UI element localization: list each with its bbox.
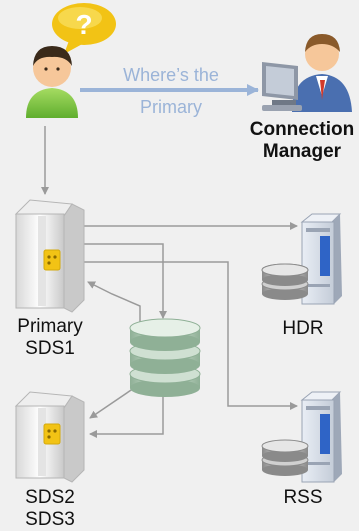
hdr-label: HDR <box>282 318 324 339</box>
secondaries-label-line2: SDS3 <box>25 509 75 530</box>
hdr-disk-icon <box>261 263 309 300</box>
primary-label: Primary SDS1 <box>4 316 96 360</box>
shared-disk-to-secondaries-elbow-arrow <box>89 390 164 438</box>
primary-to-shared-disk-arrow <box>84 243 167 319</box>
query-label: Where’s the <box>106 64 236 86</box>
user-icon <box>26 46 78 118</box>
connector-arrows <box>41 84 298 438</box>
shared-disk-icon <box>129 318 201 397</box>
rss-disk-icon <box>261 439 309 476</box>
shared-disk-to-primary-arrow <box>87 281 141 322</box>
primary-label-line2: SDS1 <box>25 338 75 359</box>
secondary-server-icon <box>14 391 85 483</box>
query-label-second: Primary <box>106 96 236 118</box>
operator-icon <box>262 34 352 112</box>
query-label-line1: Where’s the <box>123 65 219 85</box>
connection-manager-line2: Manager <box>262 141 342 162</box>
primary-to-rss-arrow <box>84 261 298 410</box>
question-bubble-icon: ? <box>52 3 116 54</box>
query-label-line2: Primary <box>140 97 202 117</box>
connection-manager-line1: Connection <box>249 119 355 140</box>
rss-server-icon <box>300 391 342 483</box>
secondaries-label-line1: SDS2 <box>25 487 75 508</box>
primary-label-line1: Primary <box>17 316 83 337</box>
svg-text:?: ? <box>75 9 92 40</box>
rss-label: RSS <box>283 487 323 508</box>
connection-manager-label: Connection Manager <box>246 119 358 163</box>
hdr-server-icon <box>300 213 342 305</box>
primary-server-icon <box>14 199 85 313</box>
secondaries-label: SDS2 SDS3 <box>4 487 96 531</box>
